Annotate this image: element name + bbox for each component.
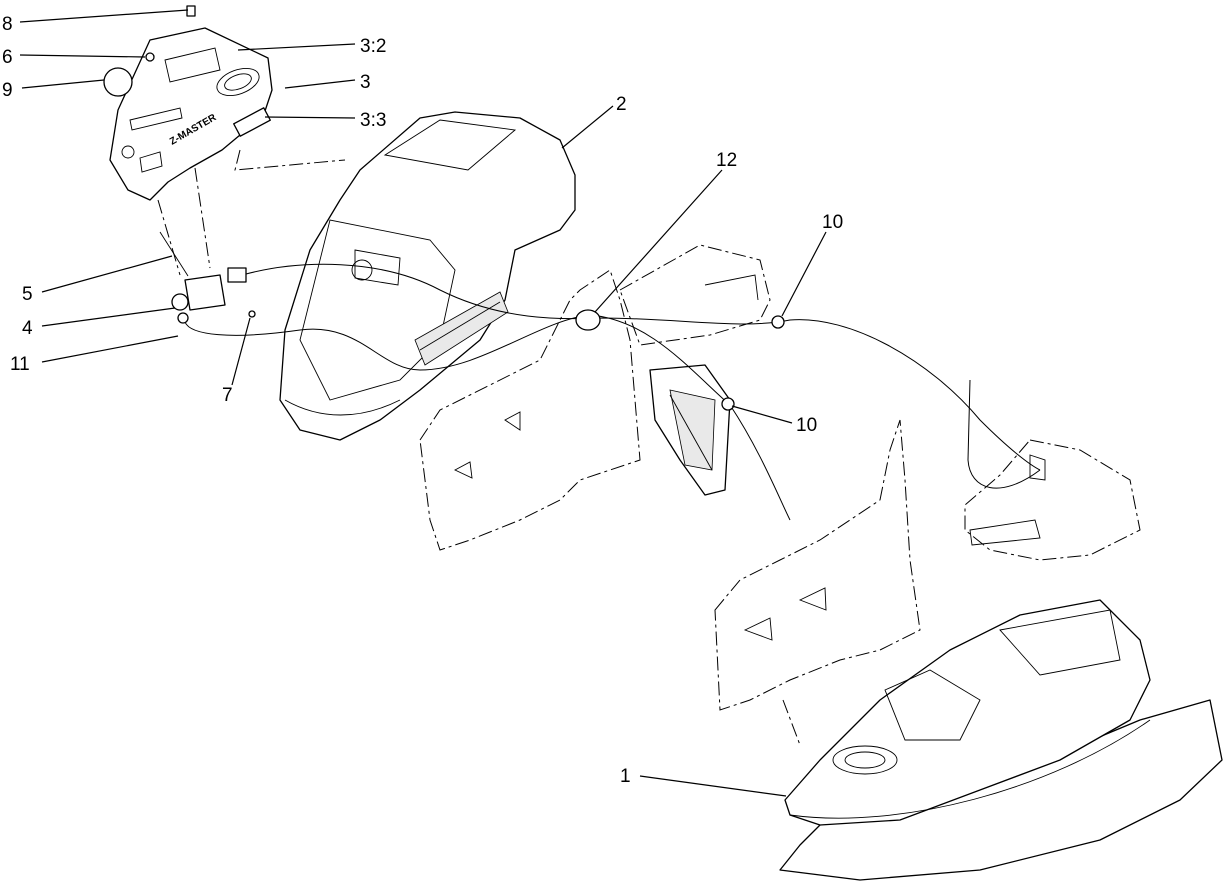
leader-lines	[19, 9, 827, 797]
callout-12: 12	[716, 150, 737, 171]
center-mounting-plate	[649, 364, 731, 496]
decal-3-3	[233, 107, 271, 137]
callout-4: 4	[22, 318, 33, 339]
upper-console-shell-part	[279, 111, 576, 441]
callout-3-2: 3:2	[360, 36, 386, 57]
upper-bracket-outline	[619, 244, 771, 346]
knob-part-9	[103, 67, 133, 97]
callout-10-mid: 10	[796, 415, 817, 436]
callout-8: 8	[2, 14, 13, 35]
switch-assembly	[159, 231, 256, 324]
callout-9: 9	[2, 80, 13, 101]
lower-console-base-part	[779, 599, 1223, 881]
right-side-panel-outline	[714, 419, 921, 711]
callout-2: 2	[616, 94, 627, 115]
callout-labels: 8 6 9 3:2 3 3:3 2 12 10 10 5 4 11 7 1	[2, 14, 843, 787]
wire-harness	[184, 263, 1041, 521]
left-side-panel-outline	[419, 269, 641, 551]
callout-3: 3	[360, 72, 371, 93]
screw-part-8	[186, 5, 196, 17]
right-fender-bracket-outline	[964, 439, 1141, 561]
callout-7: 7	[222, 385, 233, 406]
callout-10-top: 10	[822, 212, 843, 233]
callout-1: 1	[620, 766, 631, 787]
callout-11: 11	[10, 354, 30, 375]
callout-3-3: 3:3	[360, 110, 386, 131]
assembly-guide-lines	[157, 149, 801, 746]
callout-6: 6	[2, 47, 13, 68]
plug-part-6	[145, 52, 155, 62]
callout-5: 5	[22, 284, 33, 305]
console-cover-part: Z-MASTER	[109, 27, 273, 201]
